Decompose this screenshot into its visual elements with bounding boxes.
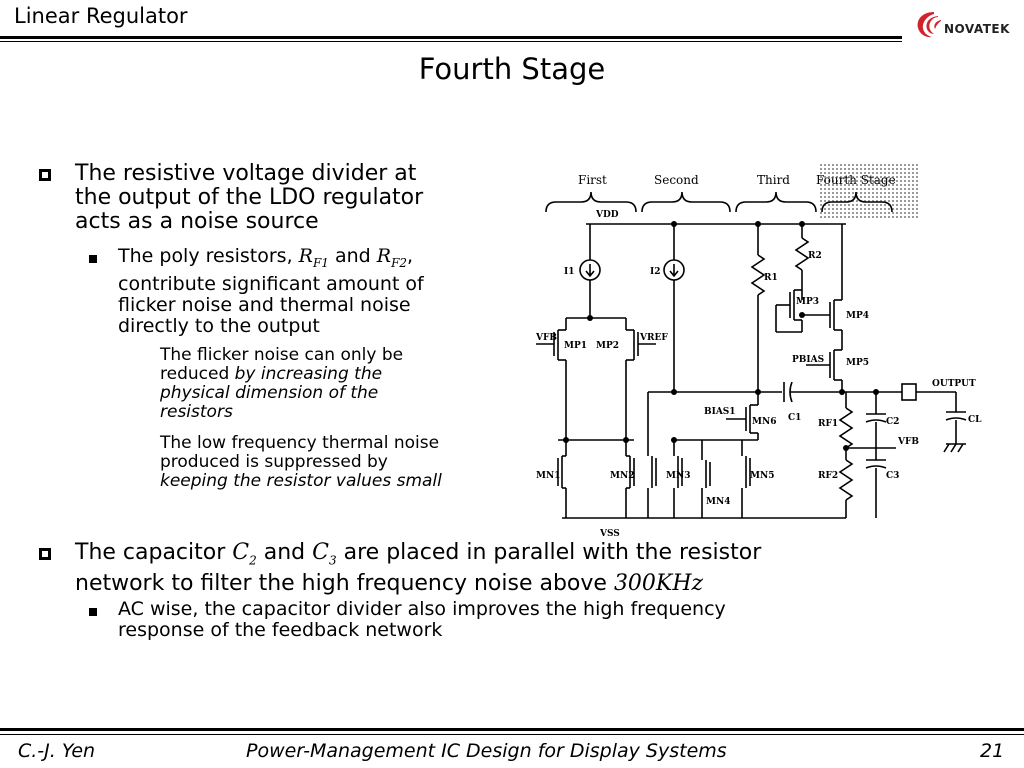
bullet-1a-i: The flicker noise can only be reduced by… <box>160 346 403 422</box>
text: and <box>256 540 313 565</box>
label-mn2: MN2 <box>610 471 634 481</box>
stage-label-third: Third <box>757 173 790 187</box>
bullet-2-line1: The capacitor C2 and C3 are placed in pa… <box>75 541 761 572</box>
ldo-circuit-schematic: First Second Third Fourth Stage VDD VSS … <box>536 162 982 539</box>
label-mp4: MP4 <box>846 311 869 321</box>
label-mn3: MN3 <box>666 471 690 481</box>
footer-course: Power-Management IC Design for Display S… <box>246 740 727 762</box>
text: are placed in parallel with the resistor <box>336 540 762 565</box>
novatek-swirl-icon <box>917 12 941 38</box>
line: resistors <box>160 402 233 422</box>
footer-rule-thin <box>0 734 1024 735</box>
label-c2: C2 <box>886 417 899 427</box>
text: network to filter the high frequency noi… <box>75 571 614 597</box>
bullet-1a-line2: contribute significant amount of <box>118 272 424 295</box>
label-mn6: MN6 <box>752 417 776 427</box>
label-r2: R2 <box>808 251 822 261</box>
text: C <box>232 540 250 565</box>
text: The poly resistors, <box>118 245 299 267</box>
bullet-1: The resistive voltage divider at the out… <box>75 162 423 234</box>
line: The flicker noise can only be <box>160 345 404 365</box>
bullet-1a-line1: The poly resistors, RF1 and RF2, <box>118 246 424 274</box>
bullet-1a-line4: directly to the output <box>118 314 320 337</box>
line: reduced by increasing the <box>160 365 403 384</box>
bullet-1a: The poly resistors, RF1 and RF2, contrib… <box>118 246 424 337</box>
line: keeping the resistor values small <box>160 471 442 491</box>
text: C <box>312 540 329 565</box>
text: reduced <box>160 364 235 384</box>
line: produced is suppressed by <box>160 452 388 472</box>
bullet-1a-ii: The low frequency thermal noise produced… <box>160 434 442 491</box>
subscript: F2 <box>391 255 408 270</box>
bullet-1a-line3: flicker noise and thermal noise <box>118 293 411 316</box>
bullet-1-line3: acts as a noise source <box>75 209 319 234</box>
stage-label-fourth: Fourth Stage <box>816 173 896 187</box>
label-mn1: MN1 <box>536 471 560 481</box>
line: The low frequency thermal noise <box>160 433 440 453</box>
label-vss: VSS <box>599 529 620 539</box>
line: physical dimension of the <box>160 383 379 403</box>
label-mp5: MP5 <box>846 358 869 368</box>
frequency: 300KHz <box>613 571 704 597</box>
label-r1: R1 <box>764 273 778 283</box>
label-vfb: VFB <box>536 333 557 343</box>
label-c1: C1 <box>788 413 801 423</box>
label-i1: I1 <box>564 267 574 277</box>
label-vfb-node: VFB <box>897 437 919 447</box>
sub-bullet-icon <box>89 255 97 263</box>
footer-author: C.-J. Yen <box>18 740 96 762</box>
bullet-2a-line1: AC wise, the capacitor divider also impr… <box>118 598 726 620</box>
label-output: OUTPUT <box>932 379 976 389</box>
bullet-1-line2: the output of the LDO regulator <box>75 185 424 210</box>
bullet-2a-line2: response of the feedback network <box>118 619 443 641</box>
footer-rule <box>0 728 1024 731</box>
label-mn5: MN5 <box>750 471 774 481</box>
label-rf2: RF2 <box>818 471 838 481</box>
text: The capacitor <box>75 540 233 565</box>
sub-bullet-icon <box>89 608 97 616</box>
stage-label-second: Second <box>654 173 699 187</box>
label-i2: I2 <box>650 267 660 277</box>
text: R <box>376 245 392 267</box>
text: and <box>328 245 377 267</box>
bullet-2: The capacitor C2 and C3 are placed in pa… <box>75 541 761 596</box>
header-rule <box>0 36 902 39</box>
label-mp1: MP1 <box>564 341 587 351</box>
text: R <box>298 245 313 267</box>
label-vref: VREF <box>639 333 668 343</box>
stage-label-first: First <box>578 173 607 187</box>
text: by increasing the <box>234 364 383 384</box>
bullet-2a: AC wise, the capacitor divider also impr… <box>118 599 726 641</box>
label-rf1: RF1 <box>818 419 838 429</box>
label-c3: C3 <box>886 471 899 481</box>
subscript: 3 <box>328 553 337 568</box>
label-mn4: MN4 <box>706 497 730 507</box>
label-mp3: MP3 <box>796 297 819 307</box>
bullet-2-line2: network to filter the high frequency noi… <box>75 572 761 596</box>
logo-text: NOVATEK <box>944 22 1010 36</box>
header-rule-thin <box>0 41 902 42</box>
bullet-square-icon <box>39 548 51 560</box>
subscript: F1 <box>312 255 329 270</box>
page-number: 21 <box>980 740 1005 762</box>
subscript: 2 <box>249 553 257 568</box>
text: , <box>407 245 414 267</box>
bullet-square-icon <box>39 169 51 181</box>
header-title: Linear Regulator <box>14 4 188 28</box>
label-cl: CL <box>968 415 982 425</box>
label-bias1: BIAS1 <box>704 407 736 417</box>
label-mp2: MP2 <box>596 341 619 351</box>
label-vdd: VDD <box>595 210 619 220</box>
label-pbias: PBIAS <box>792 355 824 365</box>
slide-title: Fourth Stage <box>418 52 606 86</box>
bullet-1-line1: The resistive voltage divider at <box>75 161 417 186</box>
novatek-logo: NOVATEK <box>912 8 1020 42</box>
